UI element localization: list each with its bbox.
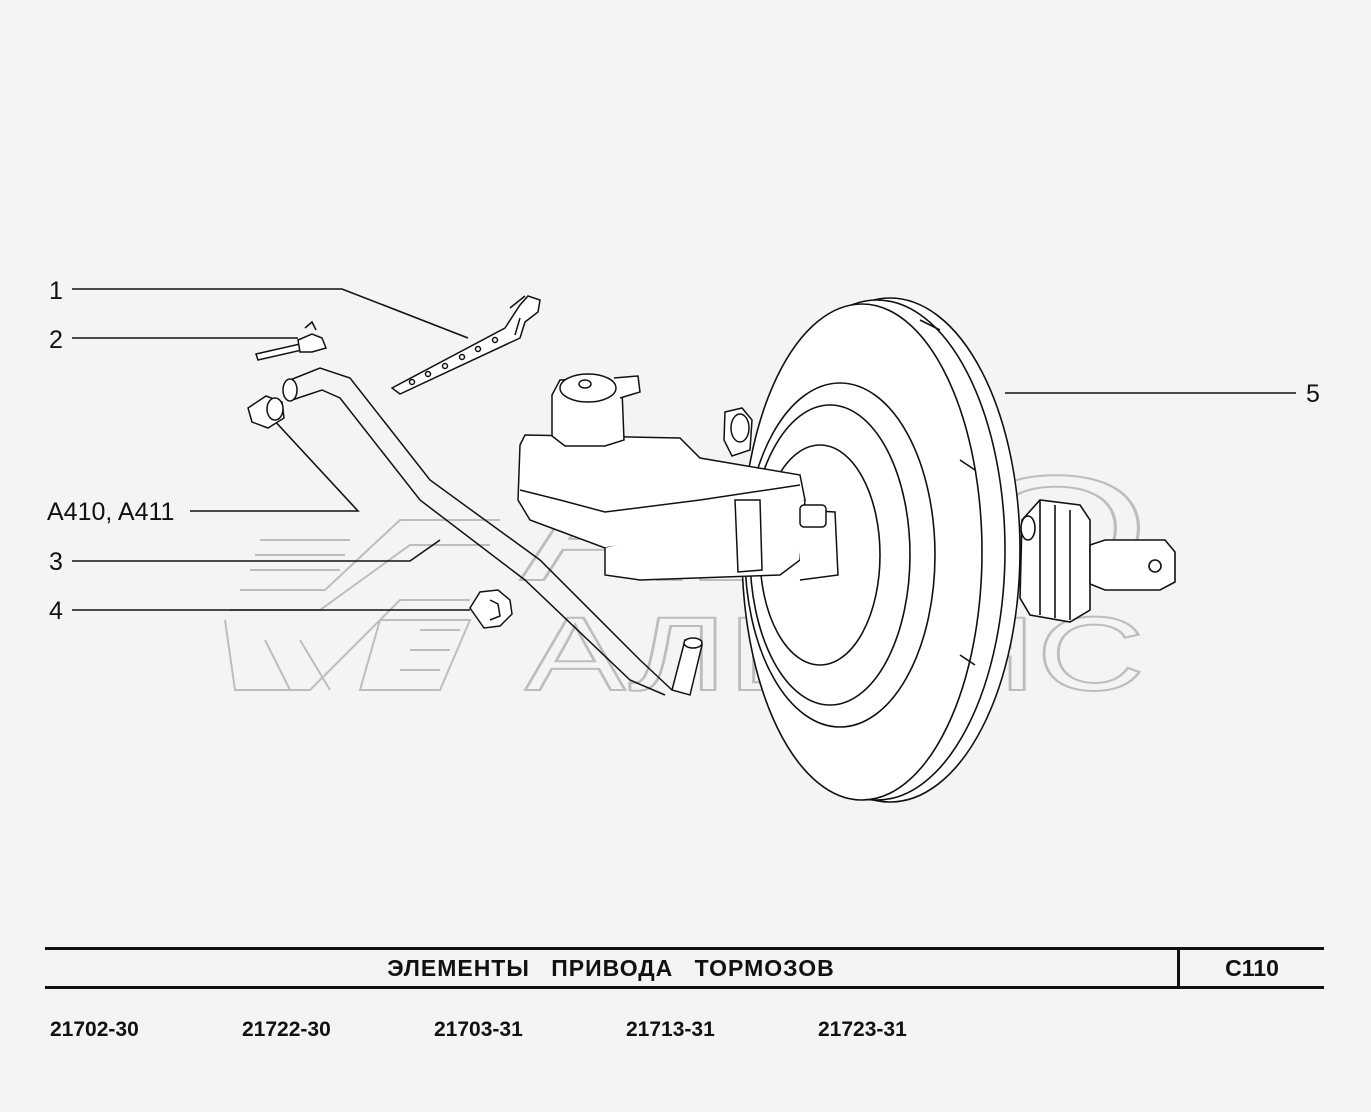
callout-4: 4 (49, 597, 63, 625)
leader-1 (72, 288, 469, 339)
vacuum-hose-part (282, 367, 703, 696)
model-number: 21722-30 (242, 1018, 331, 1041)
leader-lines (72, 288, 1296, 611)
model-number: 21713-31 (626, 1018, 715, 1041)
leader-a410 (190, 417, 360, 512)
title-divider (1177, 950, 1180, 986)
callout-2: 2 (49, 326, 63, 354)
diagram-title: ЭЛЕМЕНТЫ ПРИВОДА ТОРМОЗОВ (387, 954, 835, 981)
hose-stub-part (247, 395, 285, 429)
master-cylinder-part (517, 373, 839, 581)
leader-3 (72, 539, 441, 562)
model-number: 21702-30 (50, 1018, 139, 1041)
clamp-strap-part (390, 295, 541, 395)
brake-booster-part (741, 297, 1176, 803)
model-number: 21703-31 (434, 1018, 523, 1041)
fitting-part (255, 320, 328, 361)
callout-1: 1 (49, 277, 63, 305)
callout-a410-a411: A410, A411 (47, 498, 174, 526)
hose-clip-part (469, 589, 513, 629)
model-number: 21723-31 (818, 1018, 907, 1041)
diagram-code: C110 (1225, 954, 1279, 981)
title-block: ЭЛЕМЕНТЫ ПРИВОДА ТОРМОЗОВ C110 (45, 947, 1324, 989)
callout-3: 3 (49, 548, 63, 576)
callout-5: 5 (1306, 380, 1320, 408)
